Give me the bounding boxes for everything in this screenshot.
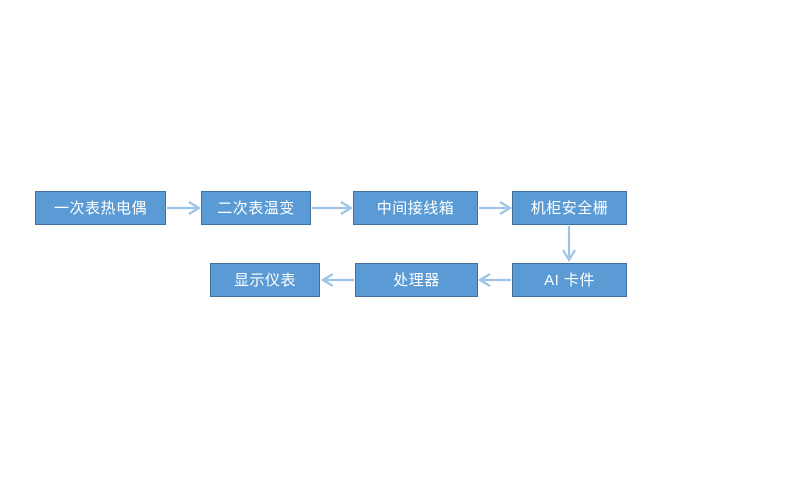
edge-arrow-n2-n3 xyxy=(312,201,354,215)
node-display-instrument[interactable]: 显示仪表 xyxy=(210,263,320,297)
edge-arrow-n3-n4 xyxy=(479,201,513,215)
node-ai-card[interactable]: AI 卡件 xyxy=(512,263,627,297)
node-primary-thermocouple[interactable]: 一次表热电偶 xyxy=(35,191,166,225)
node-secondary-transmitter[interactable]: 二次表温变 xyxy=(201,191,311,225)
node-junction-box[interactable]: 中间接线箱 xyxy=(353,191,478,225)
edge-arrow-n4-n5 xyxy=(562,226,576,263)
node-label: 显示仪表 xyxy=(233,271,296,289)
node-label: 中间接线箱 xyxy=(376,199,455,217)
node-label: 机柜安全栅 xyxy=(530,199,609,217)
node-label: 处理器 xyxy=(393,271,440,289)
node-processor[interactable]: 处理器 xyxy=(355,263,478,297)
edge-arrow-n1-n2 xyxy=(167,201,202,215)
node-cabinet-safety-barrier[interactable]: 机柜安全栅 xyxy=(512,191,627,225)
edge-arrow-n5-n6 xyxy=(477,273,511,287)
node-label: 二次表温变 xyxy=(217,199,295,217)
node-label: 一次表热电偶 xyxy=(53,199,147,217)
edge-arrow-n6-n7 xyxy=(320,273,354,287)
node-label: AI 卡件 xyxy=(544,271,595,289)
